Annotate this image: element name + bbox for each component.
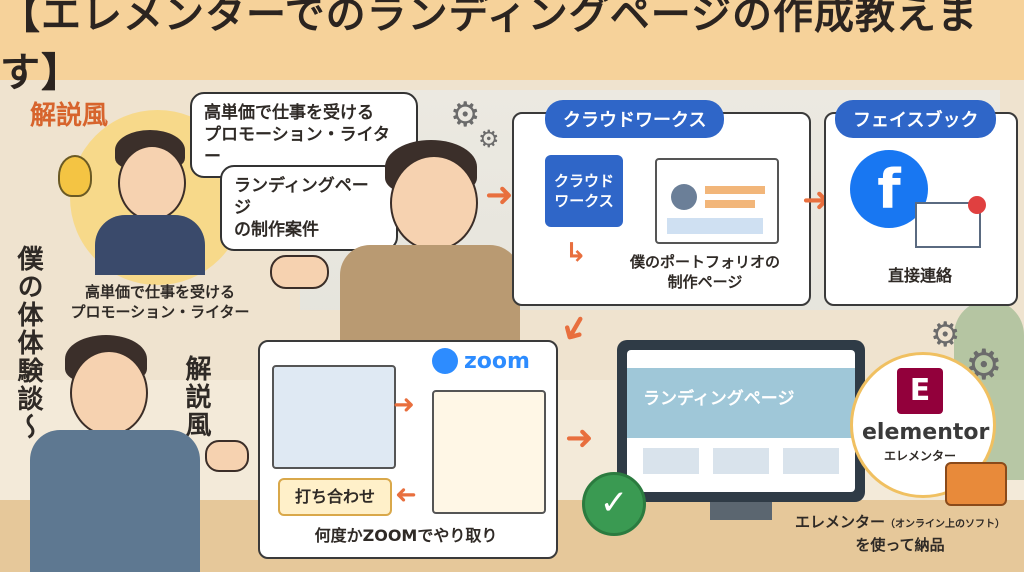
user-avatar-icon [671, 184, 697, 210]
presenter-open-hand-icon [270, 255, 329, 289]
video-call-window [272, 365, 396, 469]
persona-head [118, 145, 186, 221]
monitor-screen: ランディングページ [627, 350, 855, 492]
portfolio-caption: 僕のポートフォリオの 制作ページ [629, 253, 780, 291]
toolbox-icon [945, 462, 1007, 506]
elementor-caption-line1: エレメンター [794, 513, 885, 531]
elementor-logo-icon: E [897, 368, 943, 414]
crowdworks-logo: クラウド ワークス [545, 155, 623, 227]
facebook-header: フェイスブック [835, 100, 997, 138]
lp-block [713, 448, 769, 474]
lp-hero-banner [627, 368, 855, 438]
profile-caption: 高単価で仕事を受ける プロモーション・ライター [70, 283, 250, 321]
gear-icon-small: ⚙ [478, 125, 500, 153]
portfolio-page-mock [655, 158, 779, 244]
lightbulb-icon [58, 155, 92, 197]
crowdworks-header: クラウドワークス [545, 100, 725, 138]
elementor-caption: エレメンター（オンライン上のソフト） を使って納品 [780, 512, 1020, 555]
client-panel [432, 390, 546, 514]
arrow-back-to-meeting: ➜ [395, 480, 417, 510]
speech-bubble-lp-project: ランディングページ の制作案件 [220, 165, 398, 251]
persona-suit [95, 215, 205, 275]
zoom-logo: zoom [432, 348, 530, 374]
zoom-camera-icon [432, 348, 458, 374]
portfolio-line [705, 186, 765, 194]
pointing-man-shirt [30, 430, 200, 572]
lp-block [643, 448, 699, 474]
arrow-to-client: ➜ [393, 390, 415, 420]
title-banner: 【エレメンターでのランディングページの作成教えます】 [0, 0, 1024, 96]
facebook-caption: 直接連絡 [887, 266, 952, 285]
arrow-to-monitor: ➜ [565, 418, 594, 458]
gear-icon: ⚙ [450, 95, 481, 135]
vertical-explain-text: 解説風 [181, 355, 211, 439]
gear-icon-right: ⚙ [930, 315, 961, 355]
elementor-name: elementor [862, 420, 990, 445]
notification-badge [968, 196, 986, 214]
vertical-experience-text: 僕の体体験談〜 [13, 245, 43, 441]
pointing-hand-icon [205, 440, 249, 472]
elementor-caption-small: （オンライン上のソフト） [885, 519, 1005, 530]
check-icon: ✓ [582, 472, 646, 536]
elementor-name-jp: エレメンター [883, 449, 956, 463]
meeting-button[interactable]: 打ち合わせ [278, 478, 392, 516]
explain-tag-top: 解説風 [30, 101, 109, 131]
pointing-man-head [70, 350, 148, 436]
arrow-to-crowdworks: ➜ [485, 175, 514, 215]
monitor-stand [710, 502, 772, 520]
zoom-caption: 何度かZOOMでやり取り [314, 526, 498, 545]
arrow-down-portfolio: ↳ [565, 238, 587, 268]
elementor-caption-line2: を使って納品 [855, 536, 945, 554]
page-title: 【エレメンターでのランディングページの作成教えます】 [0, 0, 978, 96]
portfolio-line [705, 200, 755, 208]
zoom-logo-text: zoom [464, 348, 530, 374]
portfolio-block [667, 218, 763, 234]
lp-hero-text: ランディングページ [643, 389, 795, 409]
speech-bubble-writer: 高単価で仕事を受ける プロモーション・ライター [190, 92, 418, 178]
presenter-jacket [340, 245, 520, 340]
lp-block [783, 448, 839, 474]
presenter-head [390, 155, 478, 251]
